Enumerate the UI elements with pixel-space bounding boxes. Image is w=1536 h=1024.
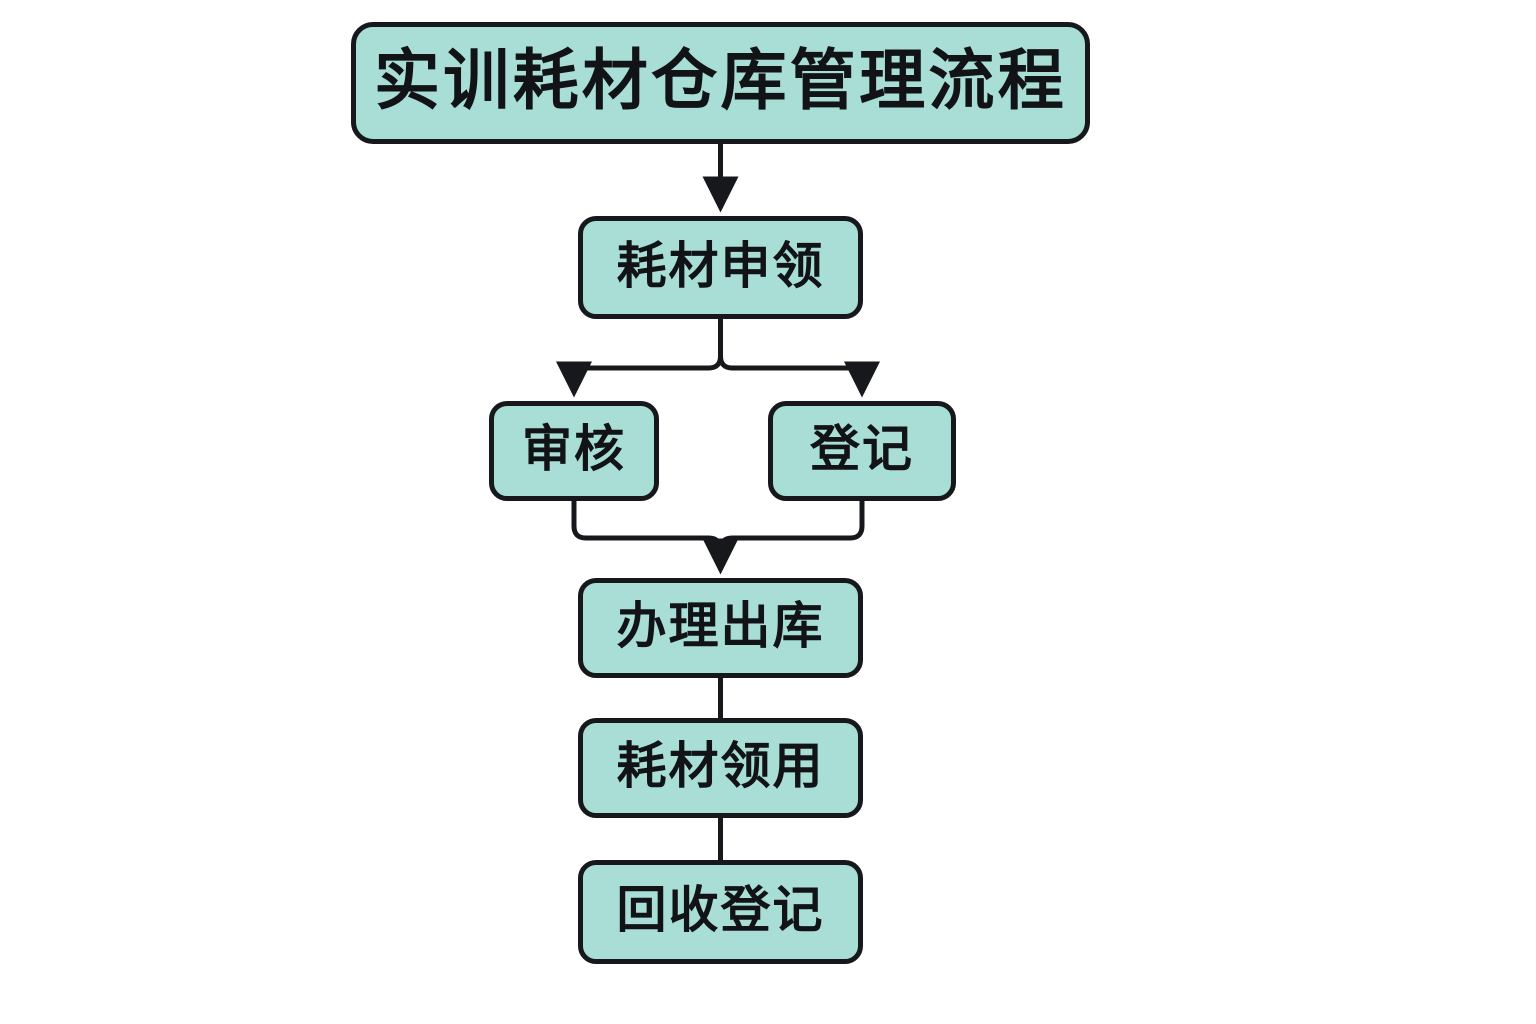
flow-node-apply[interactable]: 耗材申领 <box>578 216 863 319</box>
edge-review-to-issue <box>571 501 739 575</box>
flow-node-recycle[interactable]: 回收登记 <box>578 860 863 964</box>
flow-node-recycle-label: 回收登记 <box>616 881 825 939</box>
flow-node-apply-label: 耗材申领 <box>616 236 825 295</box>
flow-node-register-label: 登记 <box>810 420 914 478</box>
flow-node-use-label: 耗材领用 <box>616 737 825 795</box>
flow-node-register[interactable]: 登记 <box>768 401 956 501</box>
flow-node-issue[interactable]: 办理出库 <box>578 578 863 678</box>
edge-apply-to-register <box>718 355 880 398</box>
edge-register-to-issue <box>718 501 865 551</box>
flow-node-review-label: 审核 <box>522 420 626 478</box>
flow-node-title-label: 实训耗材仓库管理流程 <box>374 42 1067 119</box>
flow-node-issue-label: 办理出库 <box>616 597 825 655</box>
flow-node-use[interactable]: 耗材领用 <box>578 718 863 818</box>
edge-apply-to-review <box>556 319 723 398</box>
flow-node-title[interactable]: 实训耗材仓库管理流程 <box>351 22 1090 144</box>
flow-node-review[interactable]: 审核 <box>489 401 659 501</box>
